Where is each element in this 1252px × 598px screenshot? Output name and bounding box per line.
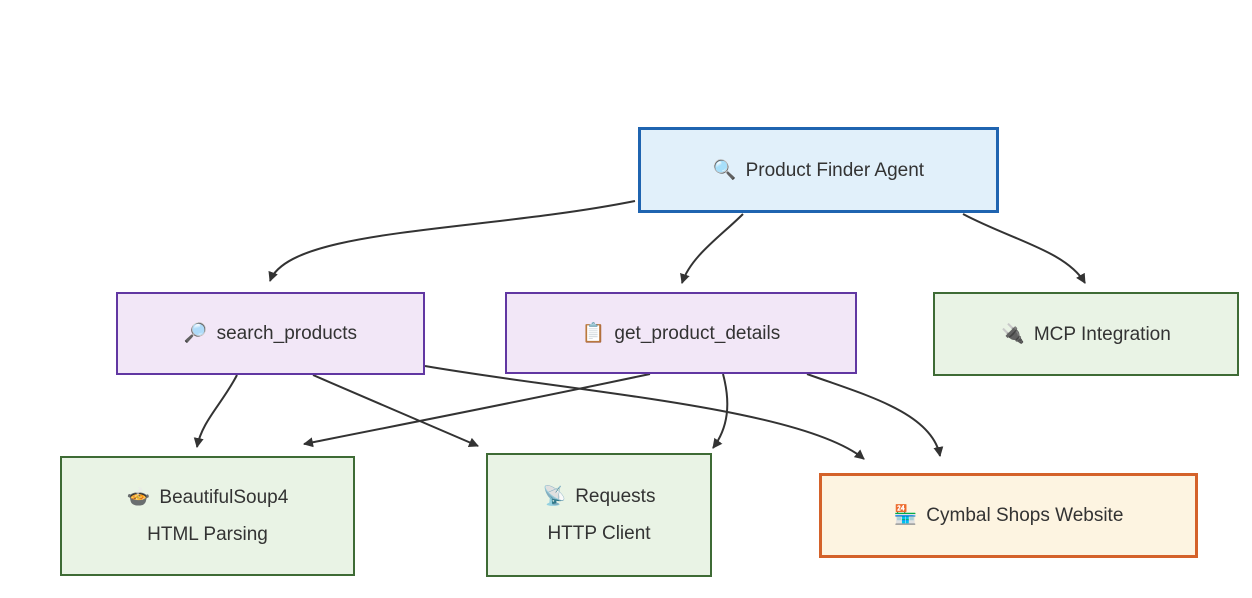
magnifying-glass-left-icon: 🔍 [712, 159, 737, 181]
node-requests: 📡 Requests HTTP Client [486, 453, 712, 577]
electric-plug-icon: 🔌 [1001, 323, 1025, 345]
node-get-product-details: 📋 get_product_details [505, 292, 857, 374]
node-label: Product Finder Agent [745, 159, 925, 181]
edge-details-to-bs4 [303, 373, 651, 448]
magnifying-glass-right-icon: 🔎 [183, 323, 208, 344]
edge-search-to-requests [312, 374, 479, 447]
clipboard-icon: 📋 [581, 322, 606, 344]
satellite-antenna-icon: 📡 [542, 486, 567, 507]
node-label: Requests [575, 486, 656, 507]
node-search-products: 🔎 search_products [116, 292, 425, 375]
edge-details-to-requests [712, 373, 729, 449]
edge-agent-to-search [268, 200, 636, 282]
node-mcp-integration: 🔌 MCP Integration [933, 292, 1239, 376]
node-label: Cymbal Shops Website [926, 505, 1124, 526]
pot-of-food-icon: 🍲 [126, 487, 151, 508]
node-cymbal-shops-website: 🏪 Cymbal Shops Website [819, 473, 1198, 558]
node-label-line2: HTML Parsing [147, 524, 268, 545]
node-label: get_product_details [614, 322, 781, 344]
edge-search-to-bs4 [193, 374, 238, 448]
node-label: MCP Integration [1033, 323, 1171, 345]
edge-search-to-cymbal [424, 365, 865, 460]
node-product-finder-agent: 🔍 Product Finder Agent [638, 127, 999, 213]
edge-details-to-cymbal [806, 373, 944, 457]
node-label: search_products [216, 323, 358, 344]
edge-agent-to-mcp [962, 213, 1086, 284]
node-label-line2: HTTP Client [547, 523, 651, 544]
node-label: BeautifulSoup4 [159, 487, 289, 508]
edge-agent-to-details [680, 213, 744, 284]
node-beautifulsoup4: 🍲 BeautifulSoup4 HTML Parsing [60, 456, 355, 576]
convenience-store-icon: 🏪 [893, 505, 918, 526]
